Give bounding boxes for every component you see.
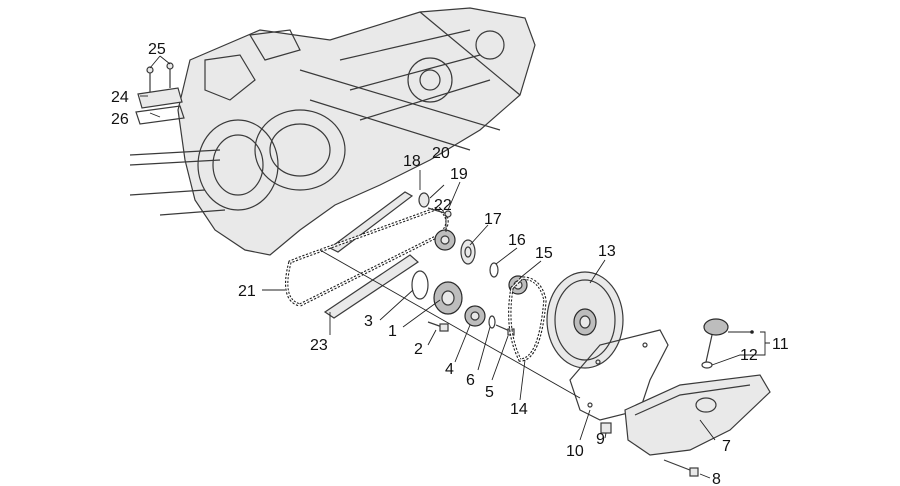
camshaft-sprocket <box>434 229 456 251</box>
leader-lines <box>140 55 770 479</box>
tensioner-body <box>137 87 183 109</box>
callout-12: 12 <box>740 347 758 364</box>
bolt-2 <box>427 321 449 332</box>
bolt-8 <box>663 459 699 477</box>
dipstick-11 <box>703 318 729 363</box>
tensioner-gasket <box>135 105 185 125</box>
sprocket-17 <box>460 239 476 265</box>
callout-14: 14 <box>510 401 528 418</box>
callout-22: 22 <box>434 197 452 214</box>
chain-guide-upper <box>328 191 414 253</box>
callout-26: 26 <box>111 111 129 128</box>
washer-16 <box>489 262 499 278</box>
callout-labels: 25 24 26 18 20 19 22 17 16 15 13 21 3 1 … <box>111 41 789 486</box>
gasket-10 <box>569 329 669 421</box>
callout-9: 9 <box>596 431 605 448</box>
callout-24: 24 <box>111 89 129 106</box>
callout-18: 18 <box>403 153 421 170</box>
callout-13: 13 <box>598 243 616 260</box>
sprocket-15 <box>508 275 528 295</box>
oil-pump-body-1 <box>433 281 463 315</box>
bushing-20 <box>418 192 430 208</box>
callout-3: 3 <box>364 313 373 330</box>
oil-pump-cover-3 <box>411 270 429 300</box>
chain-guide-lower <box>323 254 419 319</box>
callout-4: 4 <box>445 361 454 378</box>
callout-10: 10 <box>566 443 584 460</box>
callout-6: 6 <box>466 372 475 389</box>
callout-2: 2 <box>414 341 423 358</box>
oil-pump-chain <box>508 276 547 362</box>
cylinder-studs <box>129 149 226 216</box>
callout-5: 5 <box>485 384 494 401</box>
callout-15: 15 <box>535 245 553 262</box>
washer-6 <box>488 315 496 329</box>
oil-sump-7 <box>624 374 771 456</box>
callout-23: 23 <box>310 337 328 354</box>
crankcase <box>177 7 536 256</box>
callout-19: 19 <box>450 166 468 183</box>
callout-7: 7 <box>722 438 731 455</box>
cover-plate-13 <box>546 271 624 369</box>
bolt-19 <box>427 207 452 218</box>
o-ring-12 <box>701 361 713 369</box>
callout-20: 20 <box>432 145 450 162</box>
callout-1: 1 <box>388 323 397 340</box>
callout-11: 11 <box>772 336 789 353</box>
callout-16: 16 <box>508 232 526 249</box>
callout-21: 21 <box>238 283 256 300</box>
callout-25: 25 <box>148 41 166 58</box>
tensioner-bolts <box>146 62 174 92</box>
oil-pump-sprocket-4 <box>464 305 486 327</box>
callout-17: 17 <box>484 211 502 228</box>
callout-8: 8 <box>712 471 721 486</box>
